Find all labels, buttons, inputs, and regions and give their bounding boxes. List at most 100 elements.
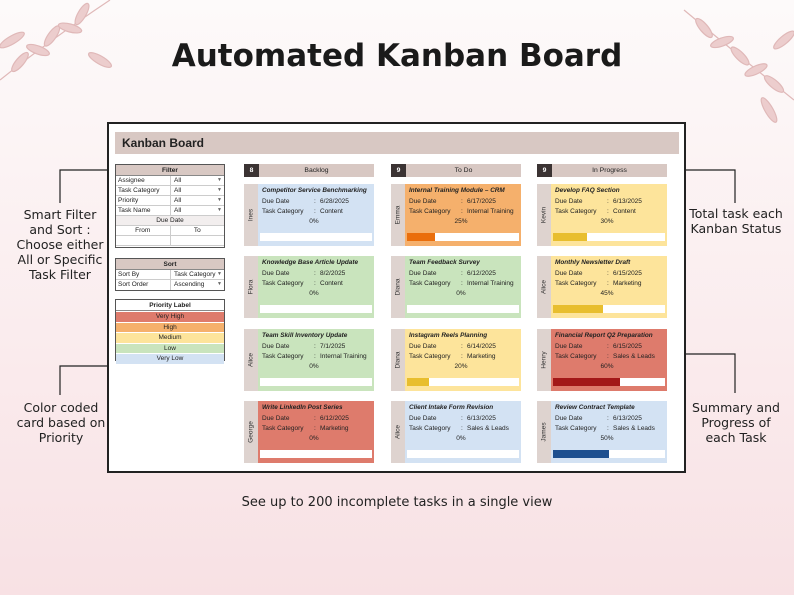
category-line: Task Category:Content [262, 207, 374, 217]
progress-fill [407, 233, 435, 241]
chevron-down-icon[interactable]: ▼ [217, 207, 222, 213]
priority-very-high: Very High [116, 311, 224, 322]
due-value: 6/14/2025 [467, 343, 496, 350]
progress-fill [553, 378, 621, 386]
progress-percent: 20% [454, 363, 468, 370]
filter-row-category: Task Category All▼ [116, 186, 224, 196]
column-name: Backlog [259, 164, 374, 177]
task-title: Instagram Reels Planning [409, 332, 488, 339]
due-date-line: Due Date:6/13/2025 [555, 197, 667, 207]
due-date-line: Due Date:6/12/2025 [262, 414, 374, 424]
due-date-line: Due Date:6/14/2025 [409, 342, 521, 352]
chevron-down-icon[interactable]: ▼ [217, 177, 222, 183]
due-to-field[interactable]: To [193, 227, 201, 234]
column-header-todo: 9 To Do [391, 164, 521, 177]
due-date-line: Due Date:8/2/2025 [262, 269, 374, 279]
callout-total: Total task each Kanban Status [689, 206, 783, 236]
due-from-field[interactable]: From [116, 226, 171, 235]
category-line: Task Category:Internal Training [409, 279, 521, 289]
assignee-name: Diana [394, 351, 402, 369]
assignee-name: Ines [247, 208, 255, 222]
due-date-line: Due Date:6/28/2025 [262, 197, 374, 207]
chevron-down-icon[interactable]: ▼ [217, 187, 222, 193]
due-label: Due Date [262, 343, 290, 350]
sort-label: Sort By [116, 270, 171, 279]
chevron-down-icon[interactable]: ▼ [217, 271, 222, 277]
task-category-select[interactable]: All▼ [171, 186, 224, 195]
due-label: Due Date [409, 343, 437, 350]
colon: : [314, 270, 316, 277]
sort-by-select[interactable]: Task Category▼ [171, 270, 224, 279]
leaf-decoration-right [683, 9, 794, 123]
task-count: 8 [244, 164, 259, 177]
task-name-select[interactable]: All▼ [171, 206, 224, 215]
due-date-line: Due Date:6/15/2025 [555, 342, 667, 352]
progress-bar [407, 305, 519, 313]
colon: : [461, 270, 463, 277]
category-label: Task Category [555, 208, 597, 215]
category-value: Marketing [320, 425, 349, 432]
category-label: Task Category [555, 353, 597, 360]
priority-low: Low [116, 342, 224, 353]
task-title: Competitor Service Benchmarking [262, 187, 367, 194]
progress-bar [260, 233, 372, 241]
task-title: Team Feedback Survey [409, 259, 480, 266]
sort-panel: Sort Sort By Task Category▼ Sort Order A… [115, 258, 225, 291]
colon: : [314, 198, 316, 205]
task-count: 9 [391, 164, 406, 177]
footer-caption: See up to 200 incomplete tasks in a sing… [241, 495, 553, 510]
sort-order-select[interactable]: Ascending▼ [171, 280, 224, 290]
progress-percent: 45% [600, 290, 614, 297]
colon: : [314, 280, 316, 287]
progress-percent: 0% [309, 218, 319, 225]
due-value: 7/1/2025 [320, 343, 346, 350]
category-line: Task Category:Marketing [262, 424, 374, 434]
category-label: Task Category [262, 208, 304, 215]
due-from-input[interactable] [116, 236, 171, 245]
category-line: Task Category:Marketing [555, 279, 667, 289]
due-date-line: Due Date:6/12/2025 [409, 269, 521, 279]
category-line: Task Category:Sales & Leads [555, 352, 667, 362]
priority-select[interactable]: All▼ [171, 196, 224, 205]
column-header-backlog: 8 Backlog [244, 164, 374, 177]
assignee-strip: James [537, 401, 551, 463]
assignee-name: Kevin [540, 206, 548, 224]
due-to-input[interactable] [171, 236, 225, 245]
column-header-in-progress: 9 In Progress [537, 164, 667, 177]
due-label: Due Date [555, 270, 583, 277]
filter-label: Assignee [116, 176, 171, 185]
due-label: Due Date [409, 270, 437, 277]
progress-percent: 0% [456, 435, 466, 442]
progress-bar [553, 378, 665, 386]
category-value: Internal Training [467, 280, 514, 287]
due-label: Due Date [555, 415, 583, 422]
colon: : [607, 343, 609, 350]
due-date-line: Due Date:7/1/2025 [262, 342, 374, 352]
chevron-down-icon[interactable]: ▼ [217, 281, 222, 287]
assignee-strip: Diana [391, 329, 405, 391]
priority-high: High [116, 321, 224, 332]
filter-header: Filter [116, 165, 224, 176]
assignee-name: Flora [247, 279, 255, 295]
page-headline: Automated Kanban Board [171, 38, 623, 74]
assignee-strip: Henry [537, 329, 551, 391]
assignee-select[interactable]: All▼ [171, 176, 224, 185]
chevron-down-icon[interactable]: ▼ [217, 197, 222, 203]
column-name: In Progress [552, 164, 667, 177]
